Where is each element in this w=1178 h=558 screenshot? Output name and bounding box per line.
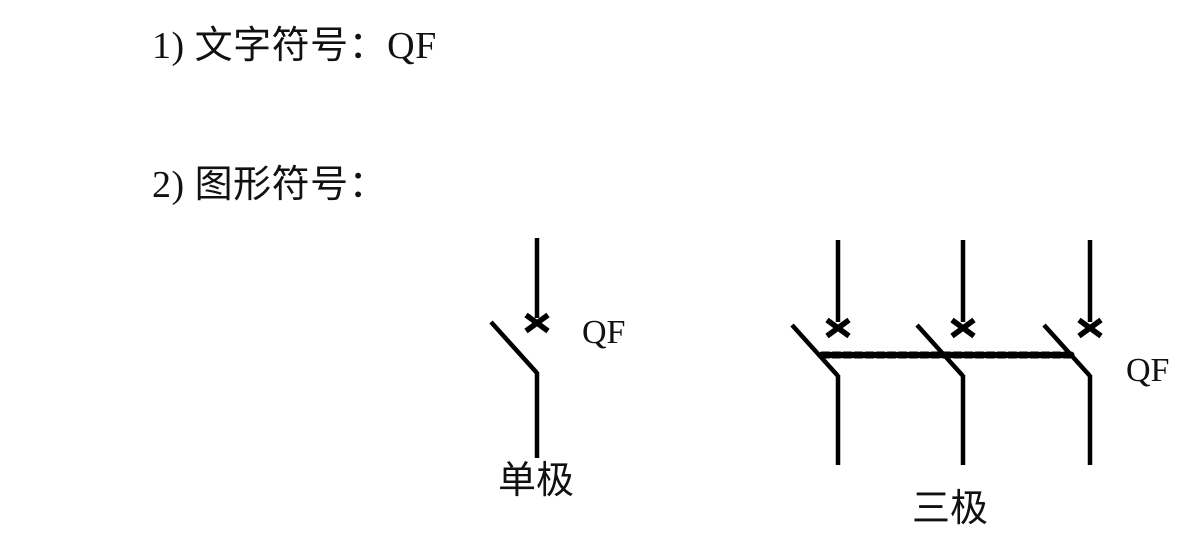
three-pole-caption: 三极 xyxy=(912,488,989,530)
three-pole-pole-3-switch-blade xyxy=(1042,323,1092,378)
single-pole-breaker-symbol xyxy=(489,238,550,458)
three-pole-pole-2-breaker-cross-icon xyxy=(950,317,976,339)
three-pole-breaker-symbol xyxy=(790,240,1103,465)
three-pole-pole-2 xyxy=(915,240,976,465)
three-pole-pole-3-breaker-cross-icon xyxy=(1077,317,1103,339)
three-pole-pole-3 xyxy=(1042,240,1103,465)
three-pole-pole-2-switch-blade xyxy=(915,323,965,378)
text-symbol-graphic-line: 2) 图形符号： xyxy=(152,164,388,206)
text-symbol-letter-line: 1) 文字符号：QF xyxy=(152,25,437,67)
three-pole-qf-label: QF xyxy=(1126,352,1170,389)
three-pole-pole-1-breaker-cross-icon xyxy=(825,317,851,339)
single-pole-qf-label: QF xyxy=(582,314,626,351)
single-pole-breaker-cross-icon xyxy=(524,312,550,334)
single-pole-switch-blade xyxy=(489,320,539,375)
three-pole-pole-1-switch-blade xyxy=(790,323,840,378)
single-pole-caption: 单极 xyxy=(498,460,575,502)
three-pole-pole-1 xyxy=(790,240,851,465)
